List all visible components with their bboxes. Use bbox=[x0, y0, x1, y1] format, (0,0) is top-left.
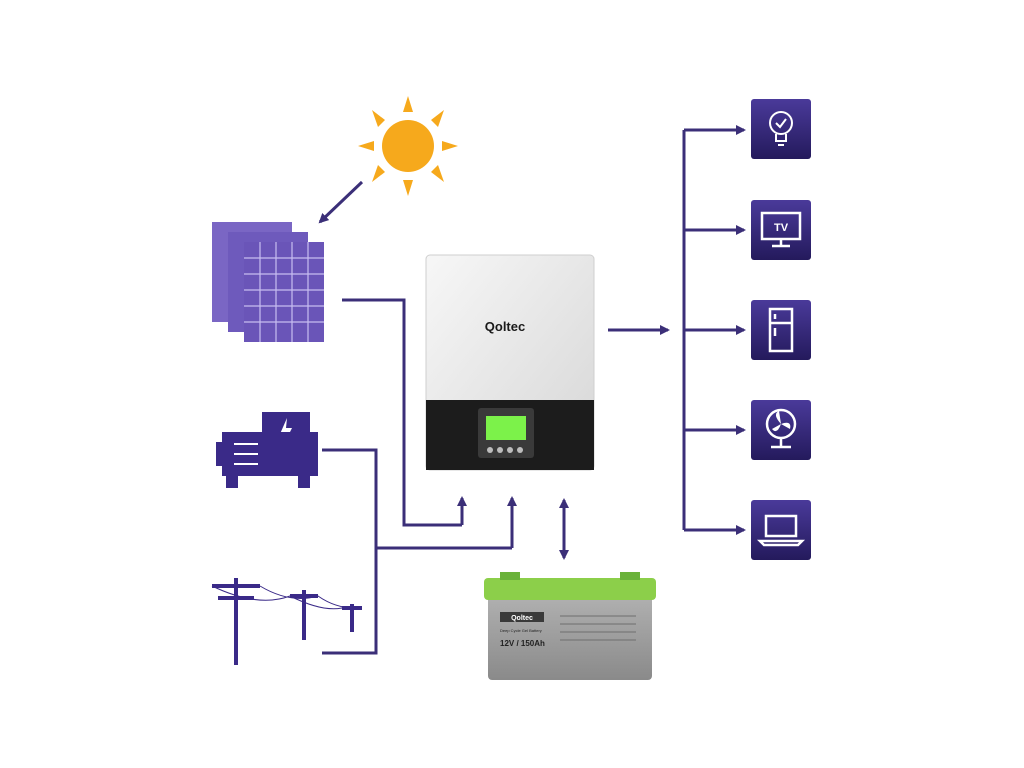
inverter-brand-label: Qoltec bbox=[485, 319, 525, 334]
solar-panel-icon bbox=[212, 222, 324, 342]
laptop-icon bbox=[756, 514, 806, 547]
load-tile-fan bbox=[751, 400, 811, 460]
power-grid-icon bbox=[211, 578, 363, 665]
fan-icon bbox=[765, 408, 797, 449]
battery-capacity-label: 12V / 150Ah bbox=[500, 639, 545, 648]
load-tile-fridge bbox=[751, 300, 811, 360]
inverter-lcd-screen bbox=[486, 416, 526, 440]
light-bulb-icon bbox=[769, 111, 793, 146]
sun-to-panel-arrow bbox=[318, 180, 364, 224]
battery-type-label: Deep Cycle Gel Battery bbox=[500, 628, 542, 633]
sun-icon bbox=[358, 96, 458, 196]
load-tile-tv: TV bbox=[751, 200, 811, 260]
battery-brand-label: Qoltec bbox=[511, 615, 533, 622]
generator-icon bbox=[216, 412, 318, 488]
refrigerator-icon bbox=[768, 307, 794, 353]
output-connections bbox=[608, 125, 746, 535]
inverter-icon: Qoltec bbox=[425, 254, 595, 471]
tv-icon: TV bbox=[760, 211, 802, 248]
load-tile-laptop bbox=[751, 500, 811, 560]
load-tile-light bbox=[751, 99, 811, 159]
input-connections bbox=[322, 298, 517, 655]
tv-label: TV bbox=[774, 222, 789, 234]
battery-icon: Qoltec Deep Cycle Gel Battery 12V / 150A… bbox=[484, 572, 656, 680]
